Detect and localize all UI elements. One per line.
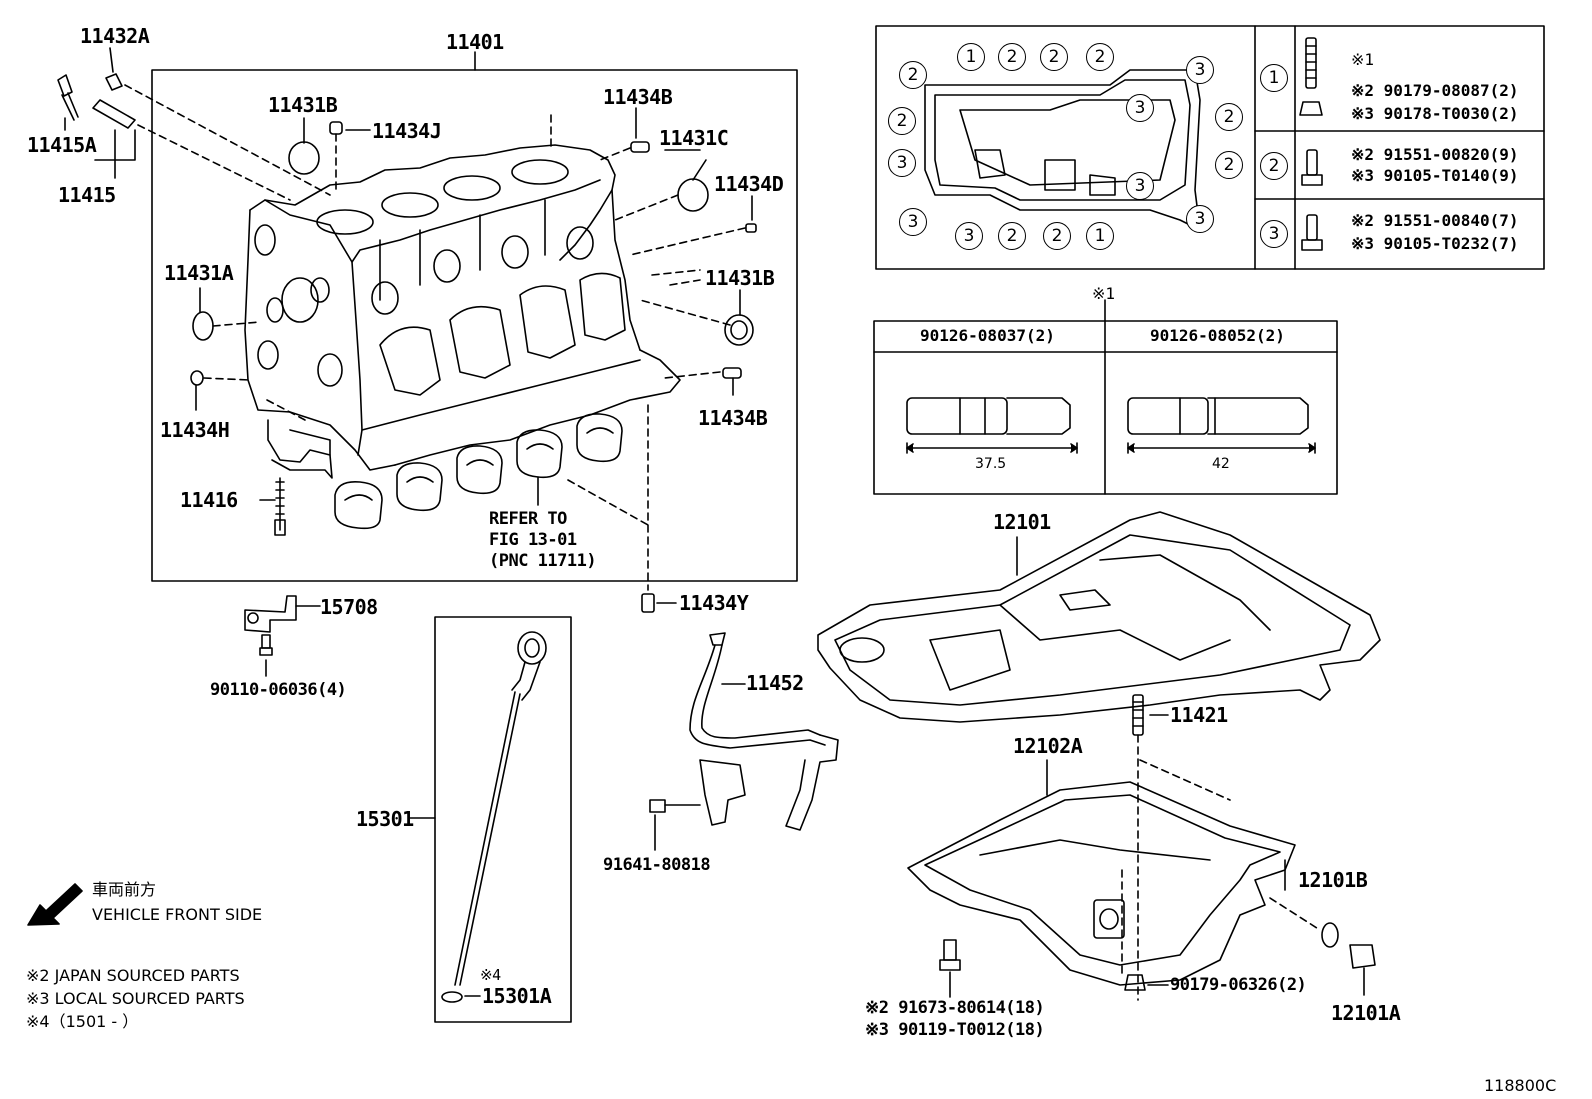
pan-callout: 1 <box>1086 222 1114 250</box>
stud-col2-dimension: 42 <box>1212 456 1230 472</box>
pan-callout: 2 <box>1215 151 1243 179</box>
label-11431B-top[interactable]: 11431B <box>268 93 338 117</box>
label-11452[interactable]: 11452 <box>746 671 804 695</box>
label-15708[interactable]: 15708 <box>320 595 378 619</box>
legend-note-4: ※4（1501 - ） <box>26 1012 139 1031</box>
label-12101A[interactable]: 12101A <box>1331 1001 1401 1025</box>
pan-callout: 2 <box>1040 43 1068 71</box>
bolt-row2-jp[interactable]: ※2 91551-00820(9) <box>1351 145 1519 164</box>
stud-col2-title[interactable]: 90126-08052(2) <box>1150 326 1285 345</box>
pan-callout: 2 <box>998 222 1026 250</box>
label-11434B-top[interactable]: 11434B <box>603 85 673 109</box>
bolt-row1-jp[interactable]: ※2 90179-08087(2) <box>1351 81 1519 100</box>
label-11434B-right[interactable]: 11434B <box>698 406 768 430</box>
stud-table-ref: ※1 <box>1092 284 1116 303</box>
label-15301[interactable]: 15301 <box>356 807 414 831</box>
refer-line-1: REFER TO <box>489 509 567 529</box>
figure-code: 118800C <box>1484 1076 1557 1095</box>
stud-11421 <box>1132 694 1169 736</box>
pan-callout: 2 <box>1043 222 1071 250</box>
pan-callout: 2 <box>1086 43 1114 71</box>
label-11434J[interactable]: 11434J <box>372 119 442 143</box>
legend-front-en: VEHICLE FRONT SIDE <box>92 905 263 924</box>
legend-front-jp: 車両前方 <box>92 880 157 899</box>
label-12102A[interactable]: 12102A <box>1013 734 1083 758</box>
label-11434D[interactable]: 11434D <box>714 172 784 196</box>
pan-callout: 3 <box>1186 205 1214 233</box>
stud-col1-dimension: 37.5 <box>975 456 1007 472</box>
bolt-row3-local[interactable]: ※3 90105-T0232(7) <box>1351 234 1519 253</box>
dashed-leaders-pan <box>1121 734 1321 1001</box>
guide-11452-illustration <box>649 632 839 851</box>
label-11421[interactable]: 11421 <box>1170 703 1228 727</box>
bolt-row1-number: 1 <box>1260 64 1288 92</box>
label-11431A[interactable]: 11431A <box>164 261 234 285</box>
bolt-row3-jp[interactable]: ※2 91551-00840(7) <box>1351 211 1519 230</box>
label-11434H[interactable]: 11434H <box>160 418 230 442</box>
label-11431B-right[interactable]: 11431B <box>705 266 775 290</box>
label-12101B[interactable]: 12101B <box>1298 868 1368 892</box>
refer-line-2: FIG 13-01 <box>489 530 577 550</box>
label-15301A[interactable]: 15301A <box>482 984 552 1008</box>
pan-callout: 3 <box>888 149 916 177</box>
label-90179-06326[interactable]: 90179-06326(2) <box>1170 975 1307 995</box>
refer-line-3: (PNC 11711) <box>489 551 597 571</box>
label-90119-T0012[interactable]: ※3 90119-T0012(18) <box>865 1020 1045 1040</box>
stud-col1-title[interactable]: 90126-08037(2) <box>920 326 1055 345</box>
pan-callout: 2 <box>899 61 927 89</box>
pan-callout: 1 <box>957 43 985 71</box>
label-91673-80614[interactable]: ※2 91673-80614(18) <box>865 998 1045 1018</box>
label-90110-06036[interactable]: 90110-06036(4) <box>210 680 347 700</box>
upper-oil-pan-illustration <box>817 511 1381 723</box>
label-91641-80818[interactable]: 91641-80818 <box>603 855 711 875</box>
dashed-leaders <box>124 84 746 591</box>
label-11401[interactable]: 11401 <box>446 30 504 54</box>
pan-callout: 3 <box>1126 172 1154 200</box>
bolt-row1-local[interactable]: ※3 90178-T0030(2) <box>1351 104 1519 123</box>
pan-callout: 2 <box>998 43 1026 71</box>
solid-leaders-block <box>195 107 753 506</box>
bolt-row1-ref: ※1 <box>1351 50 1375 69</box>
plugs-dowels <box>190 121 757 536</box>
table-bolt-icons <box>1299 37 1323 251</box>
stud-table-frame <box>873 299 1338 495</box>
label-11432A[interactable]: 11432A <box>80 24 150 48</box>
pan-callout: 3 <box>1186 56 1214 84</box>
legend-note-3: ※3 LOCAL SOURCED PARTS <box>26 989 245 1008</box>
label-11416[interactable]: 11416 <box>180 488 238 512</box>
label-12101[interactable]: 12101 <box>993 510 1051 534</box>
pan-bolts <box>939 922 1376 998</box>
label-11434Y[interactable]: 11434Y <box>679 591 749 615</box>
cylinder-block-illustration <box>244 144 681 479</box>
bolt-table-frame <box>875 25 1545 270</box>
dipstick-frame <box>434 616 572 1023</box>
dipstick-illustration <box>409 631 547 1003</box>
part-15708-illustration <box>244 595 321 677</box>
label-11415[interactable]: 11415 <box>58 183 116 207</box>
label-11415A[interactable]: 11415A <box>27 133 97 157</box>
pan-callout: 3 <box>899 208 927 236</box>
pan-callout: 2 <box>888 107 916 135</box>
legend-note-2: ※2 JAPAN SOURCED PARTS <box>26 966 240 985</box>
stud-drawings <box>906 397 1316 454</box>
bolt-pattern-pan-outline <box>924 69 1201 231</box>
label-15301A-note: ※4 <box>480 966 501 984</box>
lower-oil-pan-illustration <box>907 759 1296 986</box>
dowel-11434Y <box>641 593 655 613</box>
label-11431C[interactable]: 11431C <box>659 126 729 150</box>
main-bearings <box>334 413 623 530</box>
vehicle-front-arrow-icon <box>27 883 83 926</box>
bolt-row2-local[interactable]: ※3 90105-T0140(9) <box>1351 166 1519 185</box>
pan-callout: 3 <box>1126 94 1154 122</box>
pan-callout: 2 <box>1215 103 1243 131</box>
oil-jet-parts <box>57 47 136 179</box>
bolt-row3-number: 3 <box>1260 220 1288 248</box>
pan-callout: 3 <box>955 222 983 250</box>
bolt-row2-number: 2 <box>1260 152 1288 180</box>
